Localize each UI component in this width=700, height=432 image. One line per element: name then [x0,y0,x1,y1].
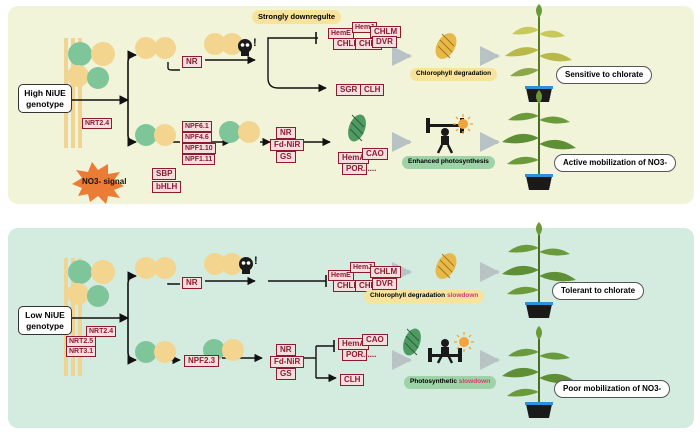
gene-npf2-3: NPF2.3 [184,355,220,367]
sun-icon [453,114,473,134]
gene-sbp: SBP [152,168,177,180]
svg-text:!: ! [253,37,257,49]
gene-clh-low: CLH [340,374,365,386]
chloroplast-icon [403,328,421,356]
gene-sgr: SGR [336,84,362,96]
enhanced-photosynthesis-label: Enhanced photosynthesis [402,156,495,169]
plant-green-tolerant-icon [502,222,576,318]
plant-green-healthy-icon [502,90,576,190]
gene-cao-low: CAO [362,334,388,346]
gene-fd-nir: Fd-NiR [270,139,305,151]
gene-dvr-low: DVR [372,278,397,290]
outcome-sensitive-chlorate: Sensitive to chlorate [556,66,653,84]
skull-icon: ! [239,255,258,274]
gene-cao: CAO [362,148,388,160]
gene-nr: NR [182,56,202,68]
gene-nrt2-4-low: NRT2.4 [86,326,117,337]
chlorophyll-degradation-slowdown-label: Chlorophyll degradation slowdown [364,290,485,303]
gene-bhlh: bHLH [152,181,182,193]
gene-fd-nir-low: Fd-NiR [270,356,305,368]
cell-cluster-icon [135,33,260,363]
more-genes-ellipsis: ...... [363,164,377,173]
sun-icon [454,332,474,352]
gene-npf4-6: NPF4.6 [182,132,212,143]
no3-signal-label: NO3- signal [82,177,127,186]
outcome-active-mobilization: Active mobilization of NO3- [554,154,677,172]
gene-dvr: DVR [372,36,397,48]
weightlifter-icon [428,339,462,364]
outcome-poor-mobilization: Poor mobilization of NO3- [554,380,671,398]
gene-npf6-1: NPF6.1 [182,121,212,132]
more-genes-ellipsis-low: ...... [363,350,377,359]
svg-text:!: ! [254,255,258,267]
gene-npf1-10: NPF1.10 [182,143,216,154]
gene-nrt2-4: NRT2.4 [82,118,113,129]
gene-nr-low: NR [182,277,202,289]
gene-gs-low: GS [276,368,296,380]
chlorophyll-degradation-label: Chlorophyll degradation [410,68,498,81]
gene-clh: CLH [360,84,385,96]
outcome-tolerant-chlorate: Tolerant to chlorate [552,282,645,300]
no3-signal-burst-icon [72,162,124,204]
high-genotype-label: High NiUE genotype [18,84,72,114]
gene-nrt3-1: NRT3.1 [66,346,97,357]
plant-yellow-leaves-icon [505,4,572,102]
gene-por-low: POR [342,349,368,361]
gene-nr-assim: NR [276,127,296,139]
gene-npf1-11: NPF1.11 [182,154,216,165]
gene-chlm-low: CHLM [370,266,402,278]
gene-por: POR [342,163,368,175]
plant-green-poor-icon [502,326,576,418]
photosynthetic-slowdown-label: Photosynthetic slowdown [404,376,497,389]
weightlifter-icon [426,118,464,154]
gene-gs: GS [276,151,296,163]
gene-nr-assim-low: NR [276,344,296,356]
low-genotype-label: Low NiUE genotype [18,306,72,336]
skull-icon: ! [238,37,257,56]
chloroplast-icon [348,114,366,142]
downregulate-banner: Strongly downregulte [252,10,342,24]
chloroplast-icon [435,253,457,279]
chloroplast-icon [435,33,457,59]
